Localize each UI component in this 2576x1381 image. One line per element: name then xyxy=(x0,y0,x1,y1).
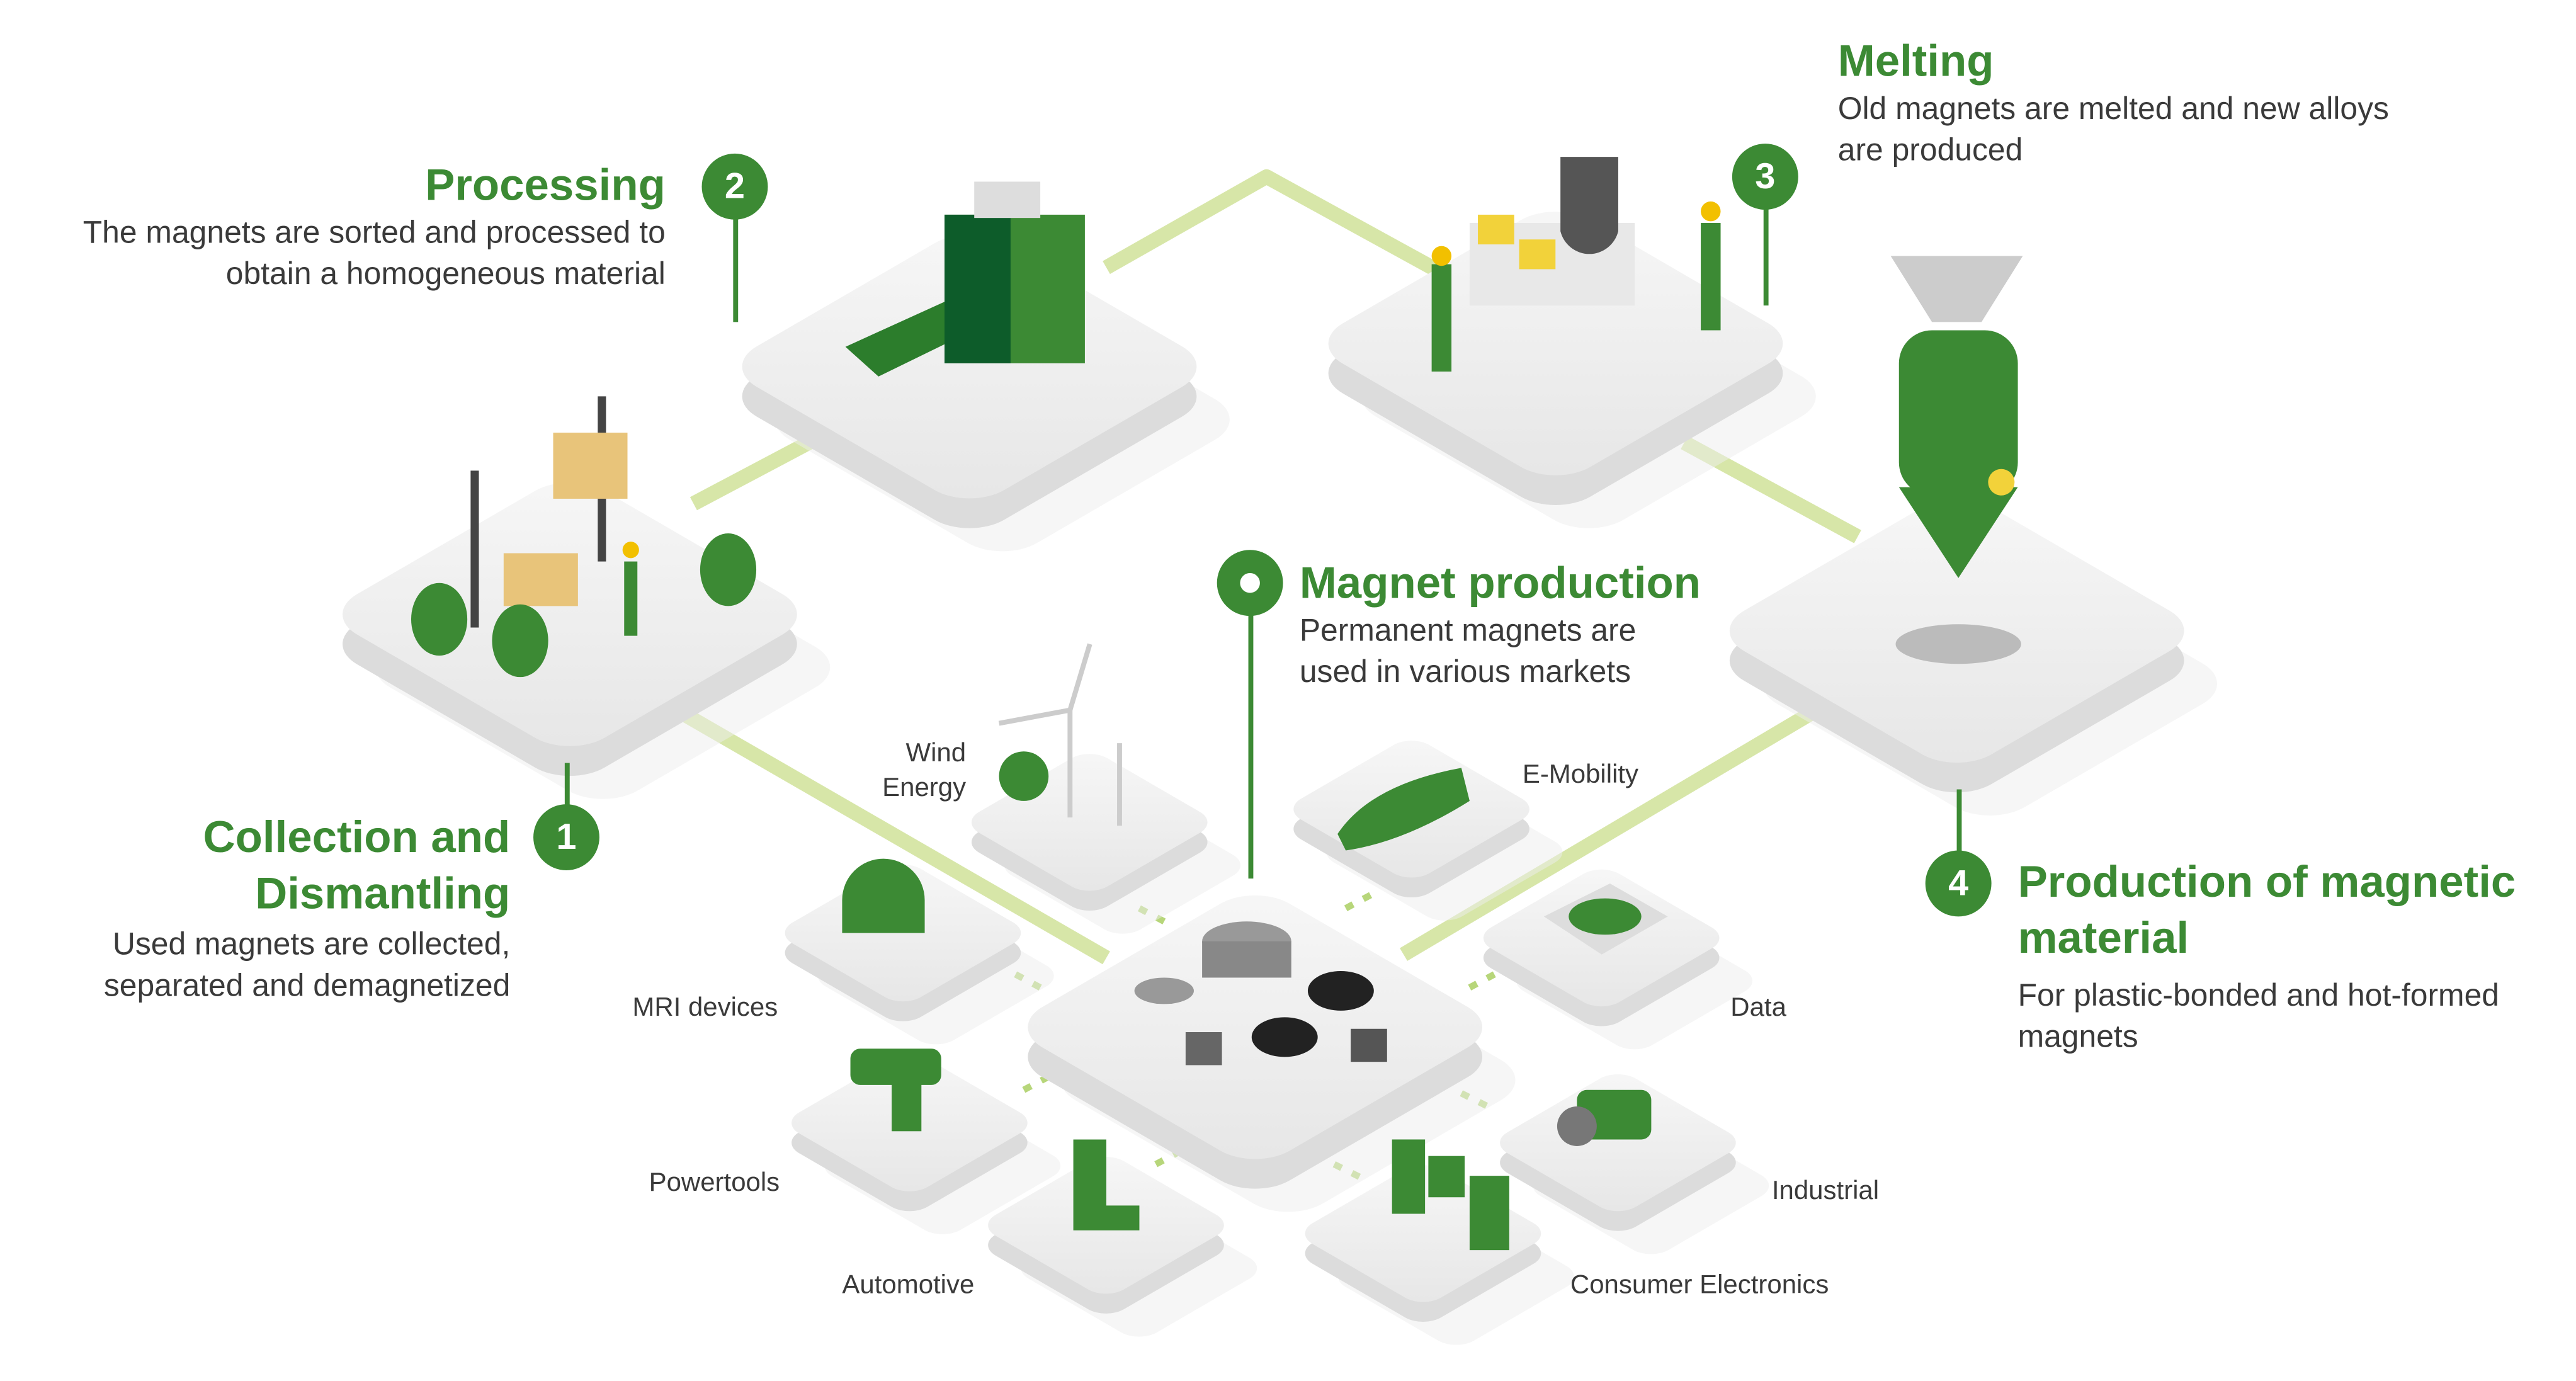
step-2-badge: 2 xyxy=(701,153,768,220)
connector-1-center xyxy=(673,703,1110,965)
step-3-description-line: are produced xyxy=(1837,134,2023,169)
car-illustration xyxy=(1337,768,1470,851)
market-e-mobility: E-Mobility xyxy=(1522,761,1639,790)
step-4-badge: 4 xyxy=(1925,850,1992,917)
market-industrial: Industrial xyxy=(1771,1177,1880,1206)
step-1-title-line: Dismantling xyxy=(255,868,511,919)
center-text: Magnet production Permanent magnets are … xyxy=(1300,555,1701,693)
step-2-stem xyxy=(733,214,739,322)
step-1-description-line: separated and demagnetized xyxy=(103,969,511,1004)
center-description-line: used in various markets xyxy=(1299,656,1631,691)
connector-4-center xyxy=(1400,703,1820,961)
step-1-description-line: Used magnets are collected, xyxy=(112,928,511,963)
motor-illustration xyxy=(1557,1089,1652,1146)
center-title: Magnet production xyxy=(1299,558,1701,608)
step-2-title: Processing xyxy=(425,160,666,210)
speakers-illustration xyxy=(1392,1139,1509,1251)
processing-machine-illustration xyxy=(845,181,1085,377)
step-3-description-line: Old magnets are melted and new alloys xyxy=(1837,92,2389,127)
step-4-description-line: For plastic-bonded and hot-formed xyxy=(2017,979,2500,1014)
market-mri-devices: MRI devices xyxy=(632,994,778,1023)
step-1-stem xyxy=(564,763,570,809)
step-1-badge: 1 xyxy=(533,804,599,871)
step-3-stem xyxy=(1763,206,1769,306)
shelf-illustration xyxy=(411,396,757,678)
market-wind-energy: Wind Energy xyxy=(882,737,966,806)
step-1-text: Collection and Dismantling Used magnets … xyxy=(104,809,510,1008)
melting-illustration xyxy=(1431,157,1721,372)
dot-icon xyxy=(1240,572,1260,593)
step-1-title-line: Collection and xyxy=(203,812,511,862)
step-3-text: Melting Old magnets are melted and new a… xyxy=(1838,33,2389,171)
center-description-line: Permanent magnets are xyxy=(1299,614,1637,649)
step-3-title: Melting xyxy=(1837,36,1994,86)
market-label-line: Wind xyxy=(905,739,967,768)
wind-turbines-illustration xyxy=(998,643,1122,826)
step-2-text: Processing The magnets are sorted and pr… xyxy=(83,157,666,295)
step-4-text: Production of magnetic material For plas… xyxy=(2018,854,2516,1059)
step-4-title-line: Production of magnetic xyxy=(2017,857,2516,907)
market-consumer-electronics: Consumer Electronics xyxy=(1570,1271,1829,1300)
car-seat-illustration xyxy=(1073,1139,1140,1230)
step-3-badge: 3 xyxy=(1732,144,1798,210)
connector-2-3 xyxy=(1103,169,1490,304)
hard-drive-illustration xyxy=(1543,883,1668,955)
magnets-illustration xyxy=(1134,921,1387,1066)
drill-illustration xyxy=(850,1049,941,1132)
market-powertools: Powertools xyxy=(649,1169,780,1198)
center-badge xyxy=(1217,550,1283,617)
center-stem xyxy=(1248,611,1254,879)
step-4-title-line: material xyxy=(2017,913,2189,963)
step-2-description-line: The magnets are sorted and processed to xyxy=(82,216,666,251)
mri-illustration xyxy=(842,858,925,933)
market-automotive: Automotive xyxy=(842,1271,975,1300)
step-4-description-line: magnets xyxy=(2017,1020,2138,1055)
market-label-line: Energy xyxy=(882,774,967,803)
step-4-stem xyxy=(1956,789,1962,856)
furnace-silo-illustration xyxy=(1890,256,2023,664)
step-2-description-line: obtain a homogeneous material xyxy=(225,258,666,293)
market-data: Data xyxy=(1730,994,1786,1023)
